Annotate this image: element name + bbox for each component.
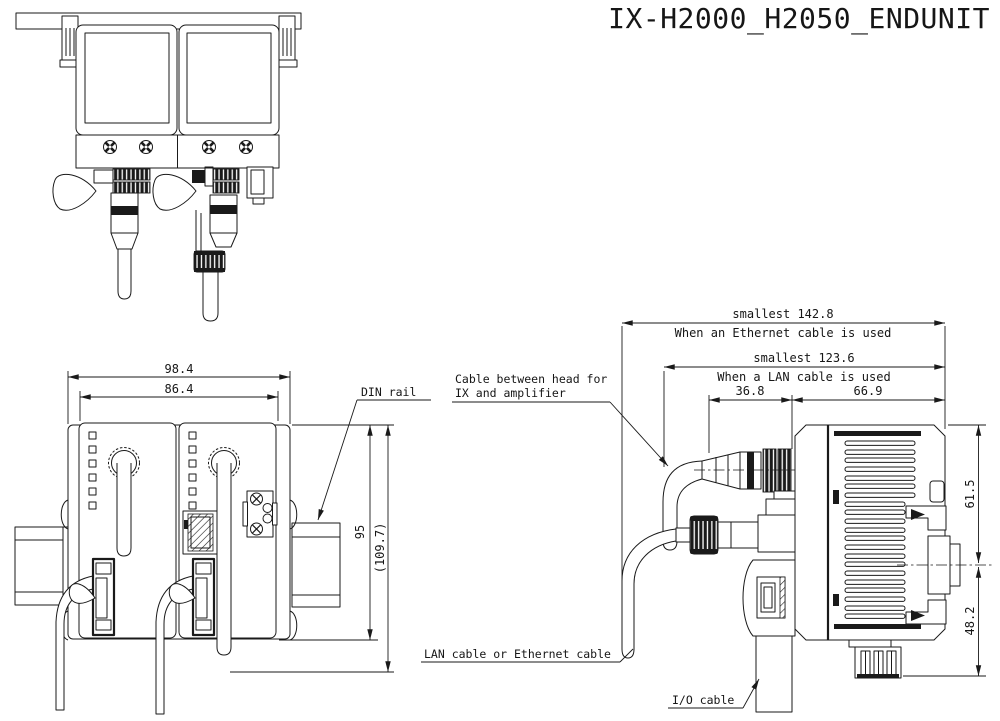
dim-upper-height: 61.5 bbox=[903, 424, 986, 677]
head-connector-side bbox=[694, 448, 800, 493]
unit-1-connector bbox=[52, 168, 151, 300]
dim-body-height: 95 bbox=[230, 424, 394, 673]
cable-fold-loop bbox=[152, 173, 197, 211]
dim-body-width-text: 86.4 bbox=[165, 382, 194, 396]
head-cable-label-line1: Cable between head for bbox=[455, 372, 607, 386]
cable-fold-loop bbox=[168, 583, 196, 604]
terminal-screw-icon bbox=[249, 522, 264, 536]
lan-cable-label: LAN cable or Ethernet cable bbox=[424, 647, 611, 661]
bottom-terminal bbox=[848, 639, 902, 679]
screw-icon bbox=[138, 139, 154, 155]
mounting-clip-left bbox=[59, 15, 81, 68]
din-rail-front bbox=[14, 522, 341, 608]
dim-overall-width: 98.4 bbox=[67, 362, 291, 424]
io-bracket bbox=[742, 559, 796, 637]
din-rail-label: DIN rail bbox=[361, 385, 416, 399]
dim-overall-width-text: 98.4 bbox=[165, 362, 194, 376]
note-ethernet-text: When an Ethernet cable is used bbox=[675, 326, 892, 340]
terminal-screw-icon bbox=[249, 492, 264, 506]
dim-upper-height-text: 61.5 bbox=[963, 480, 977, 509]
amplifier-unit-2-top bbox=[178, 24, 280, 136]
din-rail-callout: DIN rail bbox=[317, 385, 431, 521]
lan-connector-side bbox=[675, 490, 796, 555]
dim-body-width: 86.4 bbox=[79, 382, 279, 421]
note-lan-text: When a LAN cable is used bbox=[717, 370, 890, 384]
screw-icon bbox=[201, 139, 217, 155]
dim-front-clearance-text: 36.8 bbox=[736, 384, 765, 398]
head-cable-front-2 bbox=[216, 463, 232, 656]
lan-cable-callout: LAN cable or Ethernet cable bbox=[421, 647, 634, 663]
io-terminal-block bbox=[242, 490, 278, 538]
screw-icon bbox=[102, 139, 118, 155]
drawing-title: IX-H2000_H2050_ENDUNIT bbox=[608, 2, 990, 36]
dim-lan-depth: smallest 123.6 When a LAN cable is used bbox=[664, 351, 945, 384]
dim-front-clearance: 36.8 bbox=[709, 384, 792, 403]
ethernet-jack bbox=[182, 510, 218, 555]
dim-lan-depth-text: smallest 123.6 bbox=[753, 351, 854, 365]
screw-icon bbox=[238, 139, 254, 155]
io-cable-callout: I/O cable bbox=[668, 678, 760, 709]
dim-ethernet-depth: smallest 142.8 When an Ethernet cable is… bbox=[622, 307, 945, 340]
dim-ethernet-depth-text: smallest 142.8 bbox=[732, 307, 833, 321]
head-cable-label-line2: IX and amplifier bbox=[455, 386, 566, 400]
side-view: smallest 142.8 When an Ethernet cable is… bbox=[421, 307, 993, 713]
led-indicators-unit-1 bbox=[88, 431, 97, 510]
dim-overall-height-text: (109.7) bbox=[373, 523, 387, 574]
heatsink-fins bbox=[844, 440, 916, 619]
head-cable-2 bbox=[202, 271, 219, 322]
head-cable-callout: Cable between head for IX and amplifier bbox=[452, 372, 669, 467]
amplifier-unit-1-top bbox=[75, 24, 178, 136]
mounting-clip-right bbox=[276, 15, 298, 68]
dim-body-depth: 66.9 bbox=[792, 384, 945, 403]
head-cable-side bbox=[662, 460, 703, 551]
din-rail-clamp bbox=[897, 480, 993, 625]
led-indicators-unit-2 bbox=[188, 431, 197, 510]
front-view: 98.4 86.4 DIN rail bbox=[14, 362, 431, 715]
din-latch-2 bbox=[191, 557, 216, 637]
unit-2-cover bbox=[186, 32, 272, 124]
top-view bbox=[15, 12, 302, 322]
head-cable-1 bbox=[117, 248, 132, 300]
lan-cable-side bbox=[621, 528, 677, 659]
dim-body-depth-text: 66.9 bbox=[854, 384, 883, 398]
io-cable-label: I/O cable bbox=[672, 693, 734, 707]
dim-overall-height: (109.7) bbox=[373, 425, 391, 672]
io-cable-side bbox=[755, 633, 793, 713]
din-latch-1 bbox=[91, 557, 116, 637]
dim-lower-height: 48.2 bbox=[963, 567, 982, 676]
head-cable-front-1 bbox=[116, 463, 132, 557]
cable-fold-loop bbox=[52, 173, 97, 211]
dim-lower-height-text: 48.2 bbox=[963, 607, 977, 636]
cable-fold-loop bbox=[68, 583, 96, 604]
unit-1-cover bbox=[84, 32, 170, 124]
dim-body-height-text: 95 bbox=[353, 525, 367, 539]
unit-2-connector bbox=[152, 166, 274, 322]
